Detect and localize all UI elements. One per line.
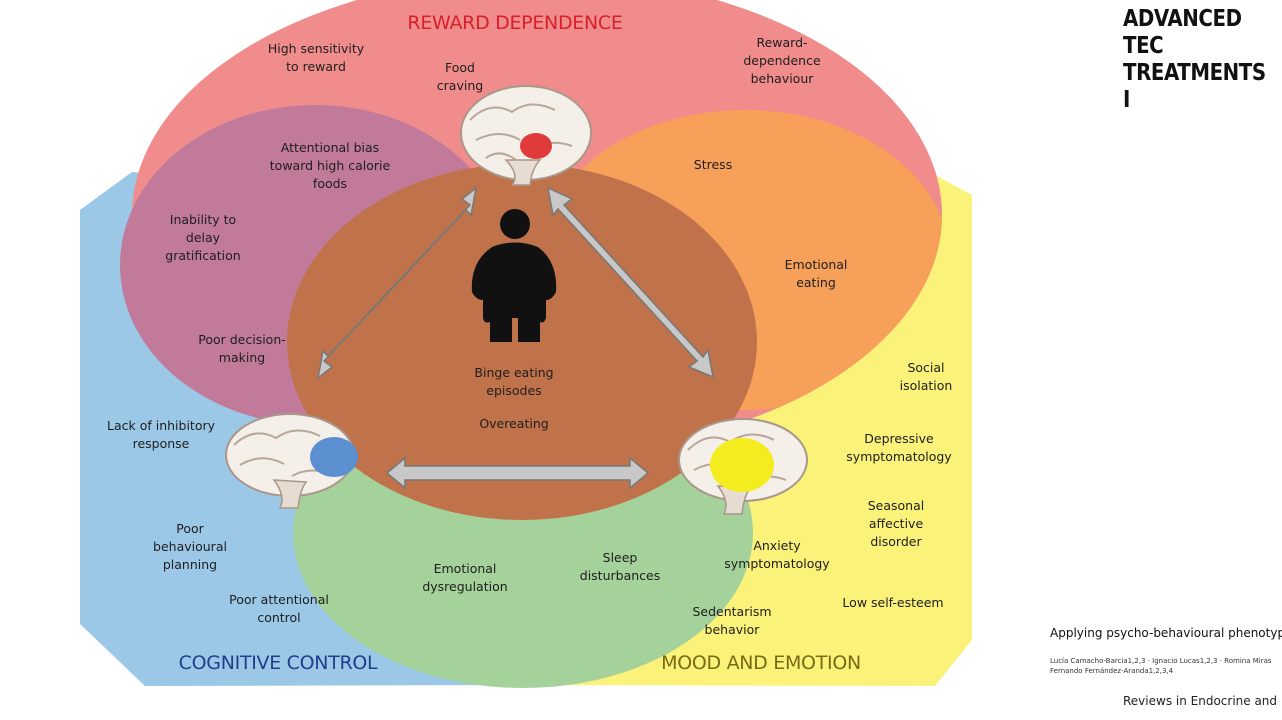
label-poor-attentional-control: Poor attentional control	[229, 592, 329, 625]
slide-heading: ADVANCED TEC TREATMENTS I	[1123, 6, 1266, 113]
label-food-craving: Food craving	[436, 60, 484, 93]
label-depressive: Depressive symptomatology	[846, 431, 952, 464]
reference-authors: Lucía Camacho-Barcia1,2,3 · Ignacio Luca…	[1050, 657, 1272, 675]
label-inability-delay: Inability to delay gratification	[165, 212, 241, 263]
reference-title: Applying psycho-behavioural phenotyping	[1050, 626, 1282, 640]
reward-dependence-title: REWARD DEPENDENCE	[407, 12, 623, 34]
double-headed-arrow-icon	[316, 186, 714, 490]
reference-journal: Reviews in Endocrine and Metal	[1123, 694, 1282, 708]
label-seasonal-affective: Seasonal affective disorder	[867, 498, 925, 549]
label-sedentarism: Sedentarism behavior	[692, 604, 772, 637]
label-emotional-dysregulation: Emotional dysregulation	[422, 561, 508, 594]
brain-icon-red-highlight	[460, 85, 592, 186]
label-sleep-disturbances: Sleep disturbances	[579, 550, 661, 583]
label-binge-eating: Binge eating episodes	[474, 365, 554, 398]
person-silhouette-icon	[471, 209, 557, 342]
label-high-sensitivity: High sensitivity to reward	[267, 41, 365, 74]
label-lack-inhibitory: Lack of inhibitory response	[106, 418, 216, 451]
label-overeating: Overeating	[479, 416, 549, 431]
cognitive-control-title: COGNITIVE CONTROL	[178, 652, 378, 674]
brain-icon-blue-highlight	[225, 413, 358, 509]
label-anxiety: Anxiety symptomatology	[724, 538, 830, 571]
label-emotional-eating: Emotional eating	[784, 257, 848, 290]
mood-emotion-title: MOOD AND EMOTION	[661, 652, 861, 674]
brain-icon-yellow-highlight	[678, 418, 808, 515]
label-low-self-esteem: Low self-esteem	[842, 595, 944, 610]
label-reward-dependence-behaviour: Reward- dependence behaviour	[743, 35, 821, 86]
label-stress: Stress	[693, 157, 733, 172]
label-attentional-bias: Attentional bias toward high calorie foo…	[269, 140, 391, 191]
label-poor-behavioural-planning: Poor behavioural planning	[153, 521, 227, 572]
label-social-isolation: Social isolation	[899, 360, 953, 393]
label-poor-decision-making: Poor decision- making	[198, 332, 286, 365]
